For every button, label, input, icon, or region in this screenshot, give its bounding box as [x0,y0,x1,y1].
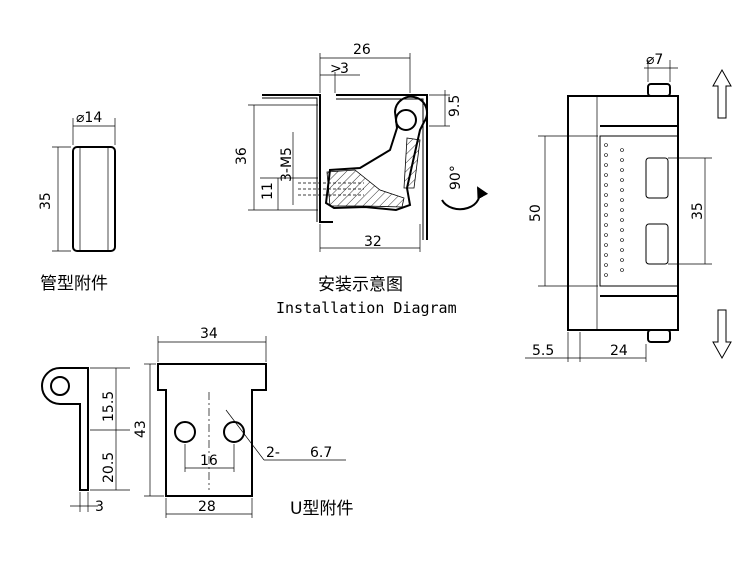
install-low-dim: 11 [260,182,276,200]
hinge-inner-dim: 35 [690,202,706,220]
rotation-label: 90° [448,165,464,190]
install-top-dim: 26 [353,42,371,58]
install-offset-dim: 3 [340,61,349,77]
svg-text:>: > [330,61,342,77]
u-hole-right [223,421,245,443]
hinge-offset-dim: 5.5 [532,343,554,359]
latch-cam [324,95,428,212]
hinge-plate [567,95,679,331]
u-caption: U型附件 [290,499,353,519]
hinge-side-view: ⌀7 50 35 5.5 24 [525,52,732,362]
u-hole-spacing-dim: 16 [200,453,218,469]
cam-pivot-hole [395,109,417,131]
u-side-lower-dim: 20.5 [101,452,117,483]
top-pin [647,83,671,97]
hinge-height-dim: 50 [528,204,544,222]
installation-diagram: 26 3 > 9.5 36 11 3-M5 32 90° 安装示意图 Insta… [234,42,489,317]
arrow-down-icon [712,309,732,360]
rotation-arrow-icon [441,186,489,211]
u-hole-diameter-dim: 6.7 [310,445,332,461]
bottom-pin [647,329,671,343]
hidden-dot-pattern [604,143,624,277]
u-side-thickness-dim: 3 [95,499,104,515]
install-caption-en: Installation Diagram [276,299,457,317]
install-thread-dim: 3-M5 [279,147,295,182]
install-bottom-dim: 32 [364,234,382,250]
u-hole-count-dim: 2- [266,445,280,461]
u-attachment-side-view: 15.5 20.5 3 [41,367,130,515]
tube-body [72,146,116,252]
u-width-dim: 34 [200,326,218,342]
tube-height-dim: 35 [38,192,54,210]
u-front-plate [157,363,267,497]
install-right-dim: 9.5 [447,95,463,117]
tube-attachment: ⌀14 35 管型附件 [38,110,116,294]
u-bottom-dim: 28 [198,499,216,515]
u-attachment-front-view: 34 43 16 2- 6.7 28 U型附件 [133,326,353,519]
u-side-hole [50,376,70,396]
u-hole-left [174,421,196,443]
arrow-up-icon [712,68,732,119]
hinge-width-dim: 24 [610,343,628,359]
u-side-profile [41,367,89,491]
install-caption-cn: 安装示意图 [318,275,403,295]
install-height-dim: 36 [234,147,250,165]
tube-caption: 管型附件 [40,274,108,294]
u-height-dim: 43 [133,420,149,438]
thread-hidden-lines [298,182,364,196]
tube-diameter-dim: ⌀14 [76,110,102,126]
u-side-upper-dim: 15.5 [101,391,117,422]
hinge-pin-dim: ⌀7 [646,52,663,68]
